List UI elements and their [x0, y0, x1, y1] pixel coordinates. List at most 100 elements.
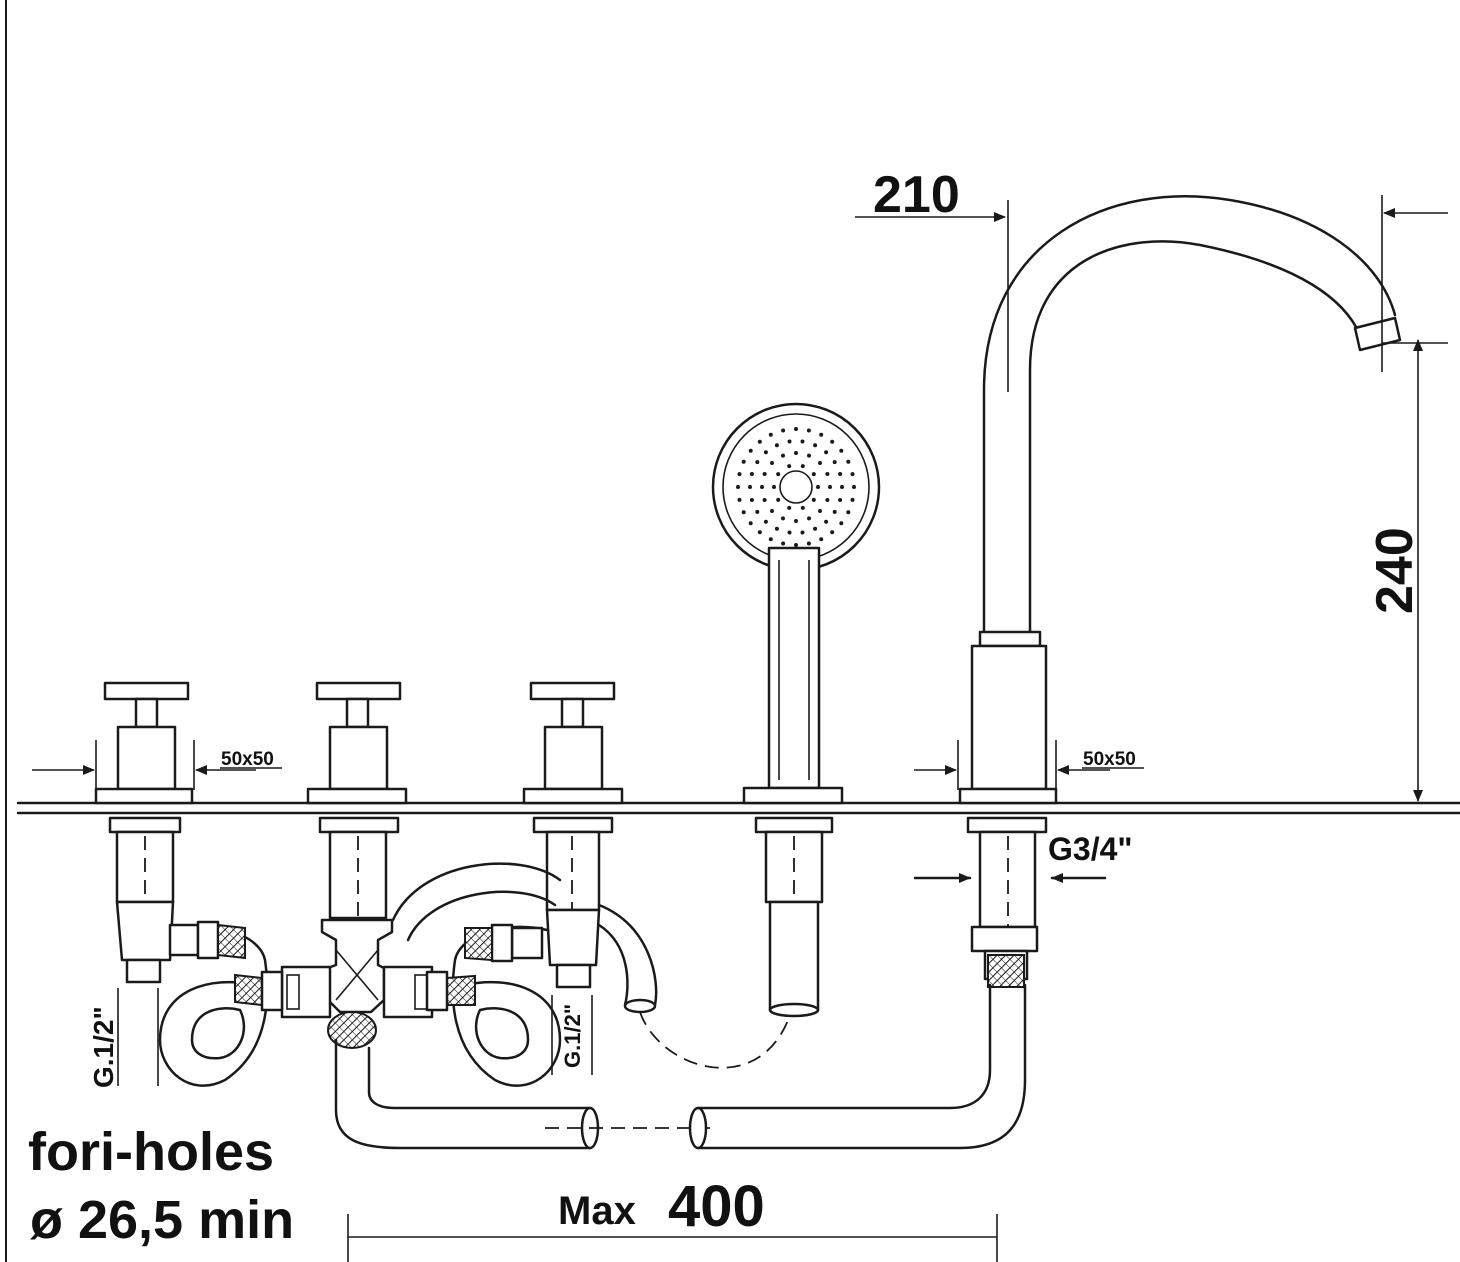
nozzle-dot — [755, 509, 760, 514]
nozzle-dot — [781, 428, 786, 433]
nozzle-dot — [811, 472, 816, 477]
nozzle-dot — [749, 498, 754, 502]
nozzle-dot — [813, 526, 818, 531]
nozzle-dot — [832, 460, 837, 465]
label-thread-spout: G3/4" — [1048, 831, 1133, 867]
nozzle-dot — [818, 461, 822, 465]
label-square-left: 50x50 — [221, 749, 274, 770]
nozzle-dot — [741, 459, 746, 464]
left-loop-hose — [158, 920, 284, 1087]
nozzle-dot — [852, 485, 856, 489]
cross-handle-valve-right — [522, 681, 624, 990]
nozzle-dot — [737, 472, 742, 477]
label-holes-line2: ø 26,5 min — [30, 1190, 294, 1250]
nozzle-dot — [760, 485, 764, 489]
nozzle-dot — [787, 464, 792, 469]
label-max-value: 400 — [668, 1174, 765, 1239]
nozzle-dot — [832, 509, 837, 514]
nozzle-dot — [816, 485, 820, 489]
nozzle-dot — [825, 472, 830, 476]
nozzle-dot — [819, 537, 824, 542]
nozzle-dot — [807, 453, 811, 458]
nozzle-dot — [763, 519, 768, 524]
dimension-50x50-left — [32, 740, 282, 790]
label-holes-line1: fori-holes — [28, 1122, 274, 1182]
dimension-240 — [1382, 339, 1448, 802]
dimension-g12-left — [117, 988, 159, 1086]
label-max-prefix: Max — [558, 1189, 636, 1233]
nozzle-dot — [755, 460, 760, 465]
nozzle-dot — [770, 509, 774, 513]
nozzle-dot — [825, 498, 830, 502]
nozzle-dot — [749, 472, 754, 476]
nozzle-dot — [828, 485, 832, 489]
nozzle-dot — [748, 485, 752, 489]
right-loop-hose — [425, 923, 562, 1087]
nozzle-dot — [830, 439, 835, 444]
label-spout-height: 240 — [1366, 527, 1424, 614]
nozzle-dot — [768, 432, 773, 437]
nozzle-dot — [748, 448, 753, 453]
nozzle-dot — [794, 519, 798, 523]
nozzle-dot — [776, 472, 781, 477]
nozzle-dot — [839, 521, 844, 526]
nozzle-dot — [838, 472, 843, 476]
arc-hose-upper — [391, 862, 791, 1069]
nozzle-dot — [787, 530, 792, 535]
nozzle-dot — [850, 497, 855, 502]
nozzle-dot — [813, 443, 818, 448]
nozzle-dot — [794, 427, 798, 431]
nozzle-dot — [839, 448, 844, 453]
nozzle-dot — [811, 497, 816, 502]
hand-shower — [711, 402, 881, 1018]
label-thread-mid: G.1/2" — [560, 1004, 585, 1068]
label-square-right: 50x50 — [1083, 749, 1136, 770]
shower-nozzles — [736, 427, 856, 547]
nozzle-dot — [800, 464, 805, 469]
nozzle-dot — [850, 472, 855, 477]
nozzle-dot — [768, 537, 773, 542]
nozzle-dot — [781, 541, 786, 546]
spout — [958, 195, 1402, 988]
nozzle-dot — [762, 498, 767, 502]
nozzle-dot — [800, 530, 805, 535]
nozzle-dot — [846, 459, 851, 464]
nozzle-dot — [741, 510, 746, 515]
dimension-max-400 — [347, 1214, 998, 1262]
nozzle-dot — [757, 530, 762, 535]
nozzle-dot — [794, 543, 798, 547]
nozzle-dot — [770, 461, 774, 465]
deck-surface — [16, 801, 1460, 815]
nozzle-dot — [774, 526, 779, 531]
nozzle-dot — [830, 530, 835, 535]
nozzle-dot — [787, 505, 792, 510]
bottom-hoses — [334, 983, 1027, 1150]
nozzle-dot — [806, 541, 811, 546]
nozzle-dot — [818, 509, 822, 513]
nozzle-dot — [824, 519, 829, 524]
nozzle-dot — [787, 439, 792, 444]
nozzle-dot — [800, 505, 805, 510]
nozzle-dot — [736, 485, 740, 489]
nozzle-dot — [757, 439, 762, 444]
nozzle-dot — [781, 516, 785, 521]
dimension-50x50-right — [914, 740, 1144, 790]
nozzle-dot — [846, 510, 851, 515]
dimension-g12-mid — [551, 995, 593, 1075]
label-spout-reach: 210 — [873, 166, 960, 224]
nozzle-dot — [781, 453, 785, 458]
nozzle-dot — [748, 521, 753, 526]
nozzle-dot — [806, 428, 811, 433]
nozzle-dot — [776, 497, 781, 502]
nozzle-dot — [824, 450, 829, 455]
nozzle-dot — [840, 485, 844, 489]
cross-handle-valve-left — [94, 681, 194, 990]
nozzle-dot — [772, 485, 776, 489]
nozzle-dot — [774, 443, 779, 448]
nozzle-dot — [800, 439, 805, 444]
nozzle-dot — [838, 498, 843, 502]
label-thread-left: G.1/2" — [88, 1006, 119, 1088]
nozzle-dot — [807, 516, 811, 521]
nozzle-dot — [737, 497, 742, 502]
